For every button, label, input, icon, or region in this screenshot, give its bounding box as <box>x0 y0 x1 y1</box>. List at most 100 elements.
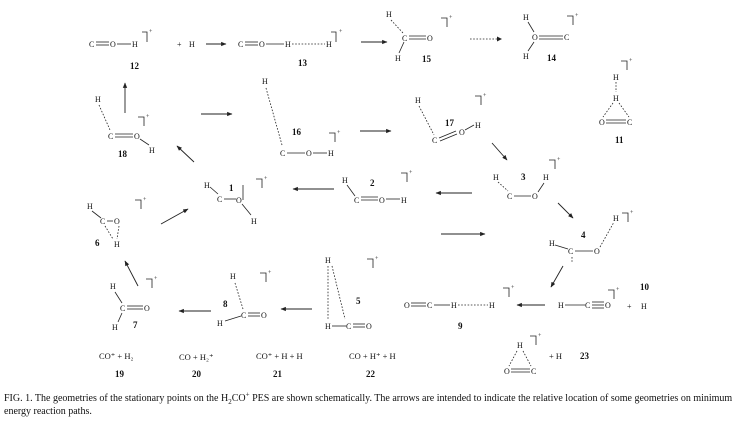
atom-o: O <box>236 196 242 205</box>
label-4: 4 <box>581 230 586 240</box>
atom-h: H <box>613 94 619 103</box>
atom-h: H <box>262 77 268 86</box>
atom-c: C <box>238 40 243 49</box>
atom-h: H <box>132 40 138 49</box>
structure-16: H C O H + 16 <box>262 77 341 158</box>
atom-h: H <box>204 181 210 190</box>
arrow-1-to-18 <box>176 145 195 163</box>
atom-h: H <box>149 146 155 155</box>
atom-h: H <box>558 301 564 310</box>
atom-h: H <box>489 301 495 310</box>
atom-c: C <box>280 149 285 158</box>
atom-c: C <box>120 304 125 313</box>
atom-h: H <box>401 196 407 205</box>
plus-sign: + <box>177 40 182 49</box>
atom-o: O <box>605 301 611 310</box>
atom-h: H <box>217 319 223 328</box>
structure-23: H O C + + H 23 <box>504 333 590 376</box>
atom-o: O <box>366 322 372 331</box>
atom-h: H <box>325 256 331 265</box>
label-16: 16 <box>292 127 302 137</box>
label-11: 11 <box>615 135 624 145</box>
atom-h: H <box>110 282 116 291</box>
charge-sign: + <box>337 130 341 136</box>
arrow-17-to-3 <box>491 142 508 161</box>
charge-sign: + <box>616 287 620 293</box>
atom-o: O <box>599 118 605 127</box>
structure-7: H C O H + 7 <box>110 276 158 332</box>
atom-o: O <box>306 149 312 158</box>
atom-c: C <box>108 132 113 141</box>
charge-sign: + <box>409 170 413 176</box>
atom-c: C <box>346 322 351 331</box>
label-2: 2 <box>370 178 375 188</box>
label-17: 17 <box>445 118 455 128</box>
atom-h: H <box>641 302 647 311</box>
atom-h: H <box>114 240 120 249</box>
caption-suffix: PES are shown schematically. The arrows … <box>4 393 733 417</box>
atom-h: H <box>326 40 332 49</box>
structure-2: H C O H + 2 <box>342 170 413 205</box>
atom-c: C <box>507 192 512 201</box>
structure-12: C O H + 12 <box>89 29 153 71</box>
atom-o: O <box>532 33 538 42</box>
atom-o: O <box>504 367 510 376</box>
atom-h: H <box>415 96 421 105</box>
label-10: 10 <box>640 282 650 292</box>
structure-3: H C O H + 3 <box>493 157 561 201</box>
products-21: CO⁺ + H + H <box>256 351 303 361</box>
charge-sign: + <box>154 276 158 282</box>
atom-c: C <box>217 195 222 204</box>
atom-o: O <box>261 311 267 320</box>
atom-c: C <box>89 40 94 49</box>
atom-h: H <box>475 121 481 130</box>
atom-c: C <box>354 196 359 205</box>
structure-17: H C O H + 17 <box>415 93 487 145</box>
label-15: 15 <box>422 54 432 64</box>
label-14: 14 <box>547 53 557 63</box>
label-19: 19 <box>115 369 125 379</box>
atom-o: O <box>259 40 265 49</box>
atom-h: H <box>493 173 499 182</box>
structure-4: H C O H + 4 <box>549 210 634 263</box>
atom-h: H <box>395 54 401 63</box>
atom-h: H <box>285 40 291 49</box>
atom-c: C <box>241 311 246 320</box>
caption-superscript: + <box>245 390 250 399</box>
structure-1: H C O H + 1 <box>204 176 268 226</box>
charge-sign: + <box>630 210 634 216</box>
label-9: 9 <box>458 321 463 331</box>
label-13: 13 <box>298 58 308 68</box>
atom-h: H <box>523 52 529 61</box>
atom-c: C <box>585 301 590 310</box>
atom-h: H <box>543 173 549 182</box>
arrow-6-to-1 <box>160 208 189 225</box>
label-22: 22 <box>366 369 376 379</box>
reaction-scheme-figure: C O H + 12 + H C O H H + 13 H C O H + 15 <box>87 10 650 379</box>
atom-h: H <box>613 214 619 223</box>
atom-o: O <box>144 304 150 313</box>
atom-h: H <box>87 202 93 211</box>
label-8: 8 <box>223 299 228 309</box>
structure-9: O C H H + 9 <box>404 285 515 331</box>
structure-6: H C O H + 6 <box>87 197 147 249</box>
atom-h: H <box>549 239 555 248</box>
structure-18: H C O H + 18 <box>95 95 155 159</box>
charge-sign: + <box>629 58 633 64</box>
label-20: 20 <box>192 369 202 379</box>
atom-c: C <box>531 367 536 376</box>
caption-subscript: 2 <box>228 398 232 406</box>
atom-c: C <box>402 34 407 43</box>
atom-h: H <box>189 40 195 49</box>
charge-sign: + <box>511 285 515 291</box>
atom-h: H <box>325 322 331 331</box>
atom-h: H <box>523 13 529 22</box>
atom-h: H <box>342 176 348 185</box>
structure-15: H C O H + 15 <box>386 10 453 64</box>
atom-o: O <box>110 40 116 49</box>
atom-o: O <box>532 192 538 201</box>
label-5: 5 <box>356 296 361 306</box>
products-22: CO + H⁺ + H <box>349 351 396 361</box>
charge-sign: + <box>483 93 487 99</box>
structure-8: H C O H + 8 <box>217 270 272 328</box>
